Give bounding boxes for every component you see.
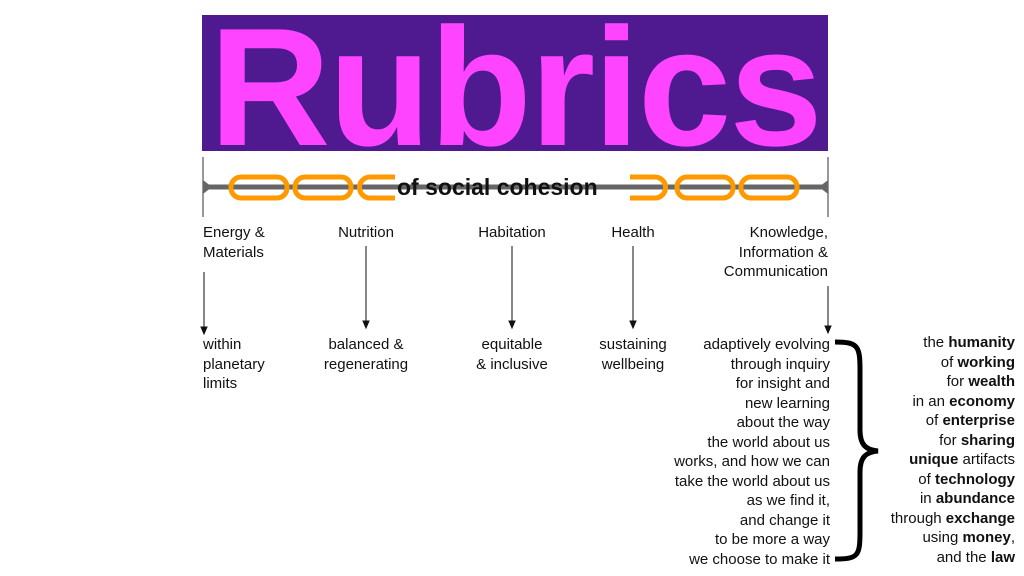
chain-link-icon bbox=[228, 174, 290, 201]
right-brace-icon bbox=[834, 339, 879, 562]
chain-link-icon bbox=[674, 174, 736, 201]
title-banner: Rubrics bbox=[202, 15, 828, 151]
chain-links-left bbox=[228, 174, 395, 201]
rubric-line: as we find it, bbox=[746, 492, 830, 509]
rubric-line: works, and how we can bbox=[674, 453, 830, 470]
text: in an bbox=[912, 392, 950, 410]
chain-link-icon bbox=[292, 174, 354, 201]
chain-link-icon bbox=[357, 174, 395, 201]
economy-line: in an economy bbox=[891, 392, 1015, 412]
keyword: unique bbox=[909, 451, 959, 468]
keyword: working bbox=[957, 353, 1015, 371]
rubric-line: we choose to make it bbox=[689, 550, 830, 568]
rubric-nutrition: balanced &regenerating bbox=[323, 336, 409, 373]
keyword: humanity bbox=[948, 334, 1015, 351]
economy-line: of working bbox=[891, 353, 1015, 373]
economy-line: and the law bbox=[891, 548, 1015, 568]
rubric-line: about the way bbox=[736, 414, 830, 431]
economy-line: through exchange bbox=[891, 509, 1015, 529]
text: of bbox=[918, 470, 935, 488]
rubric-line: and change it bbox=[739, 511, 830, 529]
keyword: sharing bbox=[960, 431, 1015, 449]
keyword: technology bbox=[934, 470, 1015, 488]
keyword: money bbox=[962, 529, 1011, 546]
domain-knowledge: Knowledge,Information &Communication bbox=[723, 224, 828, 280]
domain-health: Health bbox=[611, 224, 655, 241]
rubric-line: take the world about us bbox=[674, 472, 830, 490]
economy-line: of technology bbox=[891, 470, 1015, 490]
keyword: abundance bbox=[935, 490, 1015, 507]
text: of bbox=[925, 412, 943, 429]
arrows bbox=[200, 246, 832, 336]
chain-link-icon bbox=[738, 174, 800, 201]
rubric-line: the world about us bbox=[707, 433, 830, 451]
economy-line: in abundance bbox=[891, 489, 1015, 509]
text: in bbox=[919, 490, 936, 507]
domain-habitation: Habitation bbox=[478, 224, 546, 241]
chain-link-icon bbox=[630, 174, 668, 201]
text: for bbox=[946, 373, 969, 390]
left-arrowhead-icon bbox=[203, 180, 212, 194]
rubric-line: to be more a way bbox=[714, 531, 830, 548]
domain-energy: Energy &Materials bbox=[203, 224, 265, 261]
rubric-line: new learning bbox=[744, 394, 830, 412]
right-arrowhead-icon bbox=[819, 180, 828, 194]
subtitle: of social cohesion bbox=[397, 174, 598, 200]
keyword: wealth bbox=[968, 373, 1015, 390]
keyword: economy bbox=[949, 392, 1015, 410]
rubric-line: through inquiry bbox=[730, 355, 830, 373]
economy-line: for wealth bbox=[891, 372, 1015, 392]
keyword: law bbox=[990, 548, 1015, 566]
economy-line: of enterprise bbox=[891, 411, 1015, 431]
rubric-knowledge: adaptively evolving through inquiry for in… bbox=[674, 335, 830, 569]
text: through bbox=[890, 509, 946, 527]
title: Rubrics bbox=[209, 15, 823, 151]
text: of bbox=[940, 353, 958, 371]
text: artifacts bbox=[958, 451, 1015, 468]
keyword: exchange bbox=[945, 509, 1015, 527]
economy-line: using money, bbox=[891, 528, 1015, 548]
text: and the bbox=[936, 548, 991, 566]
rubric-line: adaptively evolving bbox=[703, 336, 830, 353]
keyword: enterprise bbox=[942, 412, 1015, 429]
economy-line: unique artifacts bbox=[891, 450, 1015, 470]
economy-line: the humanity bbox=[891, 333, 1015, 353]
text: using bbox=[922, 529, 963, 546]
text: , bbox=[1010, 529, 1015, 546]
text: for bbox=[939, 431, 961, 449]
rubric-line: for insight and bbox=[735, 375, 830, 392]
domain-nutrition: Nutrition bbox=[338, 224, 394, 241]
rubric-habitation: equitable& inclusive bbox=[476, 336, 548, 373]
text: the bbox=[923, 334, 949, 351]
chain-links-right bbox=[630, 174, 800, 201]
economy-line: for sharing bbox=[891, 431, 1015, 451]
